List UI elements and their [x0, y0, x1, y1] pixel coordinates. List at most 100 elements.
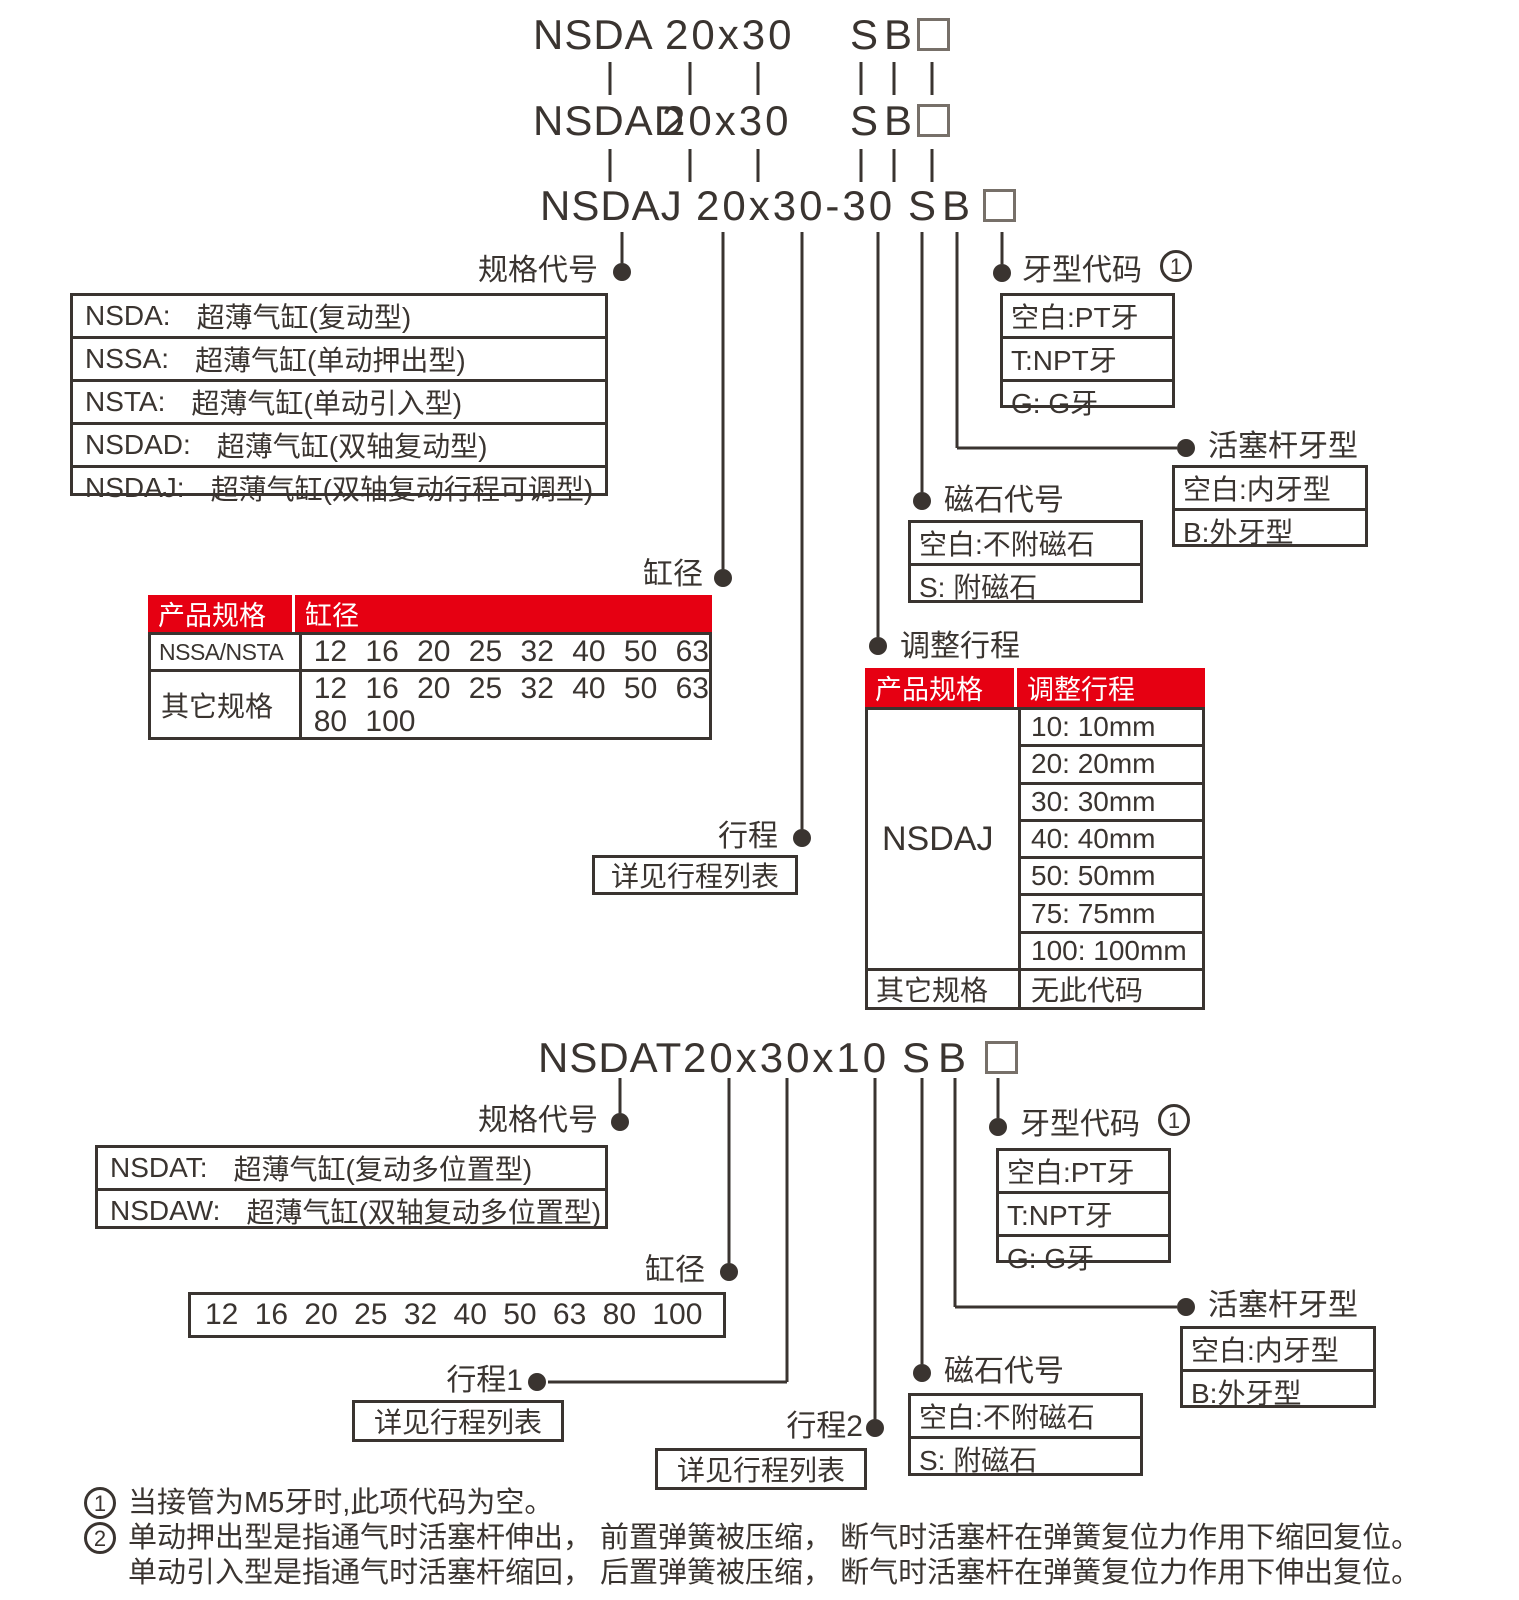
- rod-thread-table: 空白:内牙型 B:外牙型: [1172, 465, 1368, 548]
- label-thread-code-b: 牙型代码: [1020, 1108, 1140, 1141]
- header-cell: 产品规格: [148, 595, 295, 632]
- model-rod-2: B: [884, 97, 914, 144]
- label-bore-b: 缸径: [645, 1254, 705, 1287]
- adjust-left-col: NSDAJ 其它规格: [868, 710, 1021, 1007]
- model-magnet-2: S: [850, 97, 880, 144]
- label-stroke2: 行程2: [786, 1410, 863, 1443]
- model-code-3: NSDAJ: [540, 182, 683, 229]
- table-row: G: G牙: [1011, 388, 1099, 419]
- table-row: T:NPT牙: [1003, 339, 1172, 382]
- table-row: NSSA/NSTA 12 16 20 25 32 40 50 63: [151, 635, 709, 672]
- dot-stroke: [793, 829, 811, 847]
- table-row: NSTA: 超薄气缸(单动引入型): [73, 382, 605, 425]
- adjust-right-col: 10: 10mm 20: 20mm 30: 30mm 40: 40mm 50: …: [1021, 710, 1202, 1007]
- table-row: B:外牙型: [1191, 1378, 1302, 1409]
- spec-code-table-b: NSDAT: 超薄气缸(复动多位置型) NSDAW: 超薄气缸(双轴复动多位置型…: [95, 1145, 608, 1229]
- table-row: 空白:PT牙: [999, 1151, 1168, 1194]
- label-rod-thread-b: 活塞杆牙型: [1208, 1289, 1358, 1322]
- spec-code: NSDAW:: [110, 1195, 221, 1226]
- other-value-cell: 无此代码: [1031, 974, 1144, 1006]
- table-row: S: 附磁石: [919, 572, 1038, 603]
- label-thread-code: 牙型代码: [1022, 254, 1142, 287]
- spec-code-table: NSDA: 超薄气缸(复动型) NSSA: 超薄气缸(单动押出型) NSTA: …: [70, 293, 608, 505]
- label-magnet-code-b: 磁石代号: [944, 1355, 1064, 1388]
- spec-desc: 超薄气缸(复动多位置型): [233, 1154, 533, 1185]
- stroke1-ref-box: 详见行程列表: [352, 1400, 564, 1442]
- footnote-2-text-line2: 单动引入型是指通气时活塞杆缩回， 后置弹簧被压缩， 断气时活塞杆在弹簧复位力作用…: [128, 1557, 1421, 1589]
- other-spec-cell: 其它规格: [876, 975, 989, 1006]
- header-cell: 调整行程: [1027, 675, 1135, 705]
- spec-code: NSSA:: [85, 343, 170, 374]
- adjust-table-body: NSDAJ 其它规格 10: 10mm 20: 20mm 30: 30mm 40…: [865, 707, 1205, 1010]
- model-thread-box-2: [917, 104, 950, 137]
- dot-rod: [1177, 439, 1195, 457]
- connector-lines: [548, 62, 1177, 1419]
- bore-list-box: 12 16 20 25 32 40 50 63 80 100: [188, 1292, 726, 1338]
- model-thread-box-1: [917, 18, 950, 51]
- spec-desc: 超薄气缸(双轴复动多位置型): [246, 1197, 602, 1228]
- table-row: NSDAD: 超薄气缸(双轴复动型): [73, 425, 605, 468]
- adjust-table-header: 产品规格 调整行程: [865, 668, 1205, 707]
- bores-line: 80 100: [313, 705, 416, 738]
- dot-stroke2: [866, 1419, 884, 1437]
- magnet-code-table-b: 空白:不附磁石 S: 附磁石: [908, 1393, 1143, 1476]
- option-row: 30: 30mm: [1021, 785, 1202, 822]
- model-size-2: 20x30: [662, 97, 792, 144]
- dot-stroke1: [528, 1373, 546, 1391]
- dot-spec-b: [611, 1113, 629, 1131]
- dot-bore: [714, 569, 732, 587]
- table-row: 空白:PT牙: [1003, 296, 1172, 339]
- bore-table-header: 产品规格 缸径: [148, 595, 712, 632]
- label-magnet-code: 磁石代号: [944, 484, 1064, 517]
- dot-bore-b: [720, 1263, 738, 1281]
- model-magnet-3: S: [908, 182, 938, 229]
- footnote-1-ref-icon: 1: [1158, 1104, 1190, 1136]
- dot-magnet: [913, 492, 931, 510]
- label-spec-code: 规格代号: [478, 254, 598, 287]
- spec-desc: 超薄气缸(双轴复动行程可调型): [210, 474, 594, 505]
- thread-code-table: 空白:PT牙 T:NPT牙 G: G牙: [1000, 293, 1175, 419]
- spec-desc: 超薄气缸(双轴复动型): [216, 431, 488, 462]
- model-code-1: NSDA: [533, 11, 654, 58]
- footnote-1-icon: 1: [84, 1487, 116, 1519]
- label-rod-thread: 活塞杆牙型: [1208, 430, 1358, 463]
- dot-spec: [613, 263, 631, 281]
- row-spec: 其它规格: [151, 672, 302, 738]
- model-thread-box-4: [985, 1041, 1018, 1074]
- option-row: 10: 10mm: [1021, 710, 1202, 748]
- table-row: NSDA: 超薄气缸(复动型): [73, 296, 605, 339]
- spec-code: NSTA:: [85, 386, 166, 417]
- model-rod-3: B: [942, 182, 972, 229]
- header-cell: 缸径: [305, 601, 359, 631]
- table-row: 空白:内牙型: [1175, 468, 1365, 511]
- footnote-1-text: 当接管为M5牙时,此项代码为空。: [128, 1487, 554, 1519]
- option-row: 40: 40mm: [1021, 822, 1202, 860]
- label-stroke1: 行程1: [446, 1364, 523, 1397]
- stroke2-ref-box: 详见行程列表: [655, 1448, 867, 1490]
- table-row: 空白:不附磁石: [911, 1396, 1140, 1439]
- magnet-code-table: 空白:不附磁石 S: 附磁石: [908, 520, 1143, 603]
- spec-code: NSDAJ:: [85, 472, 185, 503]
- table-row: 其它规格 12 16 20 25 32 40 50 63 80 100: [151, 672, 709, 738]
- option-row: 20: 20mm: [1021, 747, 1202, 785]
- dot-adjust: [869, 637, 887, 655]
- row-spec: NSSA/NSTA: [151, 635, 302, 669]
- spec-desc: 超薄气缸(复动型): [196, 302, 412, 333]
- connector-dots: [528, 263, 1195, 1437]
- bore-table-body: NSSA/NSTA 12 16 20 25 32 40 50 63 其它规格 1…: [148, 632, 712, 740]
- label-spec-code-b: 规格代号: [478, 1104, 598, 1137]
- footnote-1-ref-icon: 1: [1160, 250, 1192, 282]
- stroke-ref-box: 详见行程列表: [592, 855, 798, 895]
- footnote-2-text-line1: 单动押出型是指通气时活塞杆伸出， 前置弹簧被压缩， 断气时活塞杆在弹簧复位力作用…: [128, 1522, 1421, 1554]
- table-row: NSDAT: 超薄气缸(复动多位置型): [98, 1148, 605, 1191]
- thread-code-table-b: 空白:PT牙 T:NPT牙 G: G牙: [996, 1148, 1171, 1274]
- option-row: 100: 100mm: [1021, 934, 1202, 971]
- table-row: 空白:不附磁石: [911, 523, 1140, 566]
- row-bores: 12 16 20 25 32 40 50 63: [313, 635, 709, 668]
- model-magnet-1: S: [850, 11, 880, 58]
- table-row: G: G牙: [1007, 1243, 1095, 1274]
- bore-table: 产品规格 缸径 NSSA/NSTA 12 16 20 25 32 40 50 6…: [148, 595, 712, 740]
- dot-magnet-b: [913, 1364, 931, 1382]
- spec-desc: 超薄气缸(单动押出型): [195, 345, 466, 376]
